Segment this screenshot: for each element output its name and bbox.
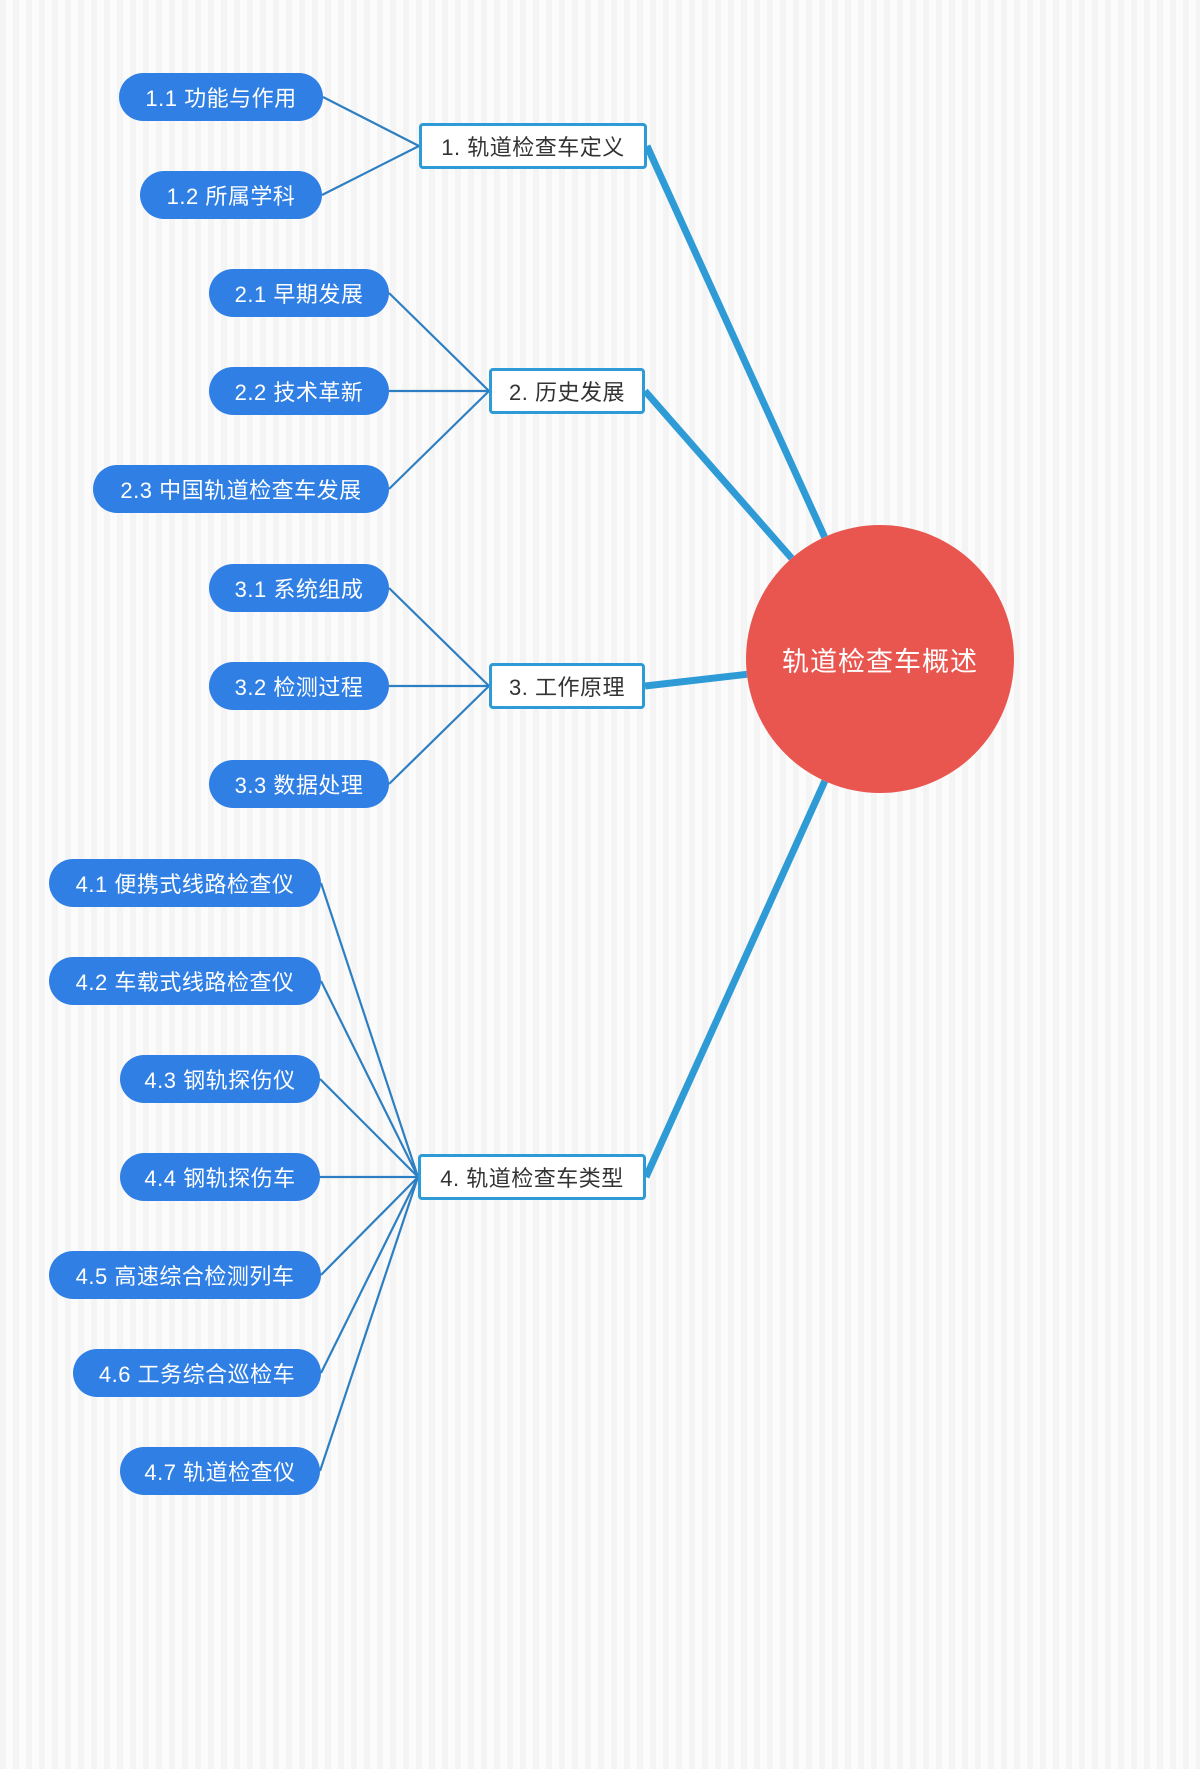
- branch-node-4[interactable]: 4. 轨道检查车类型: [418, 1154, 646, 1200]
- leaf-node-4-6[interactable]: 4.6 工务综合巡检车: [73, 1349, 321, 1397]
- leaf-node-1-2[interactable]: 1.2 所属学科: [140, 171, 322, 219]
- root-node[interactable]: 轨道检查车概述: [746, 525, 1014, 793]
- edge-branch-2-to-leaf-1: [388, 292, 490, 392]
- edge-branch-1-to-leaf-1: [322, 96, 420, 147]
- edge-branch-1-to-leaf-2: [321, 145, 420, 196]
- branch-node-3[interactable]: 3. 工作原理: [489, 663, 645, 709]
- branch-node-1[interactable]: 1. 轨道检查车定义: [419, 123, 647, 169]
- edge-root-to-branch-4: [642, 779, 829, 1179]
- edge-root-to-branch-3: [644, 670, 748, 690]
- leaf-node-4-3[interactable]: 4.3 钢轨探伤仪: [120, 1055, 320, 1103]
- edge-branch-3-to-leaf-3: [388, 685, 490, 785]
- edge-branch-4-to-leaf-3: [319, 1078, 419, 1178]
- leaf-node-1-1[interactable]: 1.1 功能与作用: [119, 73, 323, 121]
- edge-branch-4-to-leaf-7: [318, 1176, 420, 1472]
- edge-root-to-branch-2: [642, 388, 795, 561]
- edge-branch-4-to-leaf-2: [320, 980, 419, 1178]
- edge-root-to-branch-1: [643, 144, 828, 539]
- leaf-node-2-2[interactable]: 2.2 技术革新: [209, 367, 389, 415]
- edge-branch-4-to-leaf-6: [320, 1176, 419, 1374]
- edge-branch-4-to-leaf-1: [319, 882, 420, 1178]
- leaf-node-3-3[interactable]: 3.3 数据处理: [209, 760, 389, 808]
- leaf-node-4-1[interactable]: 4.1 便携式线路检查仪: [49, 859, 321, 907]
- leaf-node-4-2[interactable]: 4.2 车载式线路检查仪: [49, 957, 321, 1005]
- leaf-node-4-5[interactable]: 4.5 高速综合检测列车: [49, 1251, 321, 1299]
- leaf-node-2-1[interactable]: 2.1 早期发展: [209, 269, 389, 317]
- edge-branch-3-to-leaf-1: [388, 587, 490, 687]
- edge-branch-2-to-leaf-3: [388, 390, 490, 490]
- leaf-node-2-3[interactable]: 2.3 中国轨道检查车发展: [93, 465, 389, 513]
- leaf-node-3-1[interactable]: 3.1 系统组成: [209, 564, 389, 612]
- leaf-node-3-2[interactable]: 3.2 检测过程: [209, 662, 389, 710]
- leaf-node-4-4[interactable]: 4.4 钢轨探伤车: [120, 1153, 320, 1201]
- edge-branch-4-to-leaf-5: [320, 1176, 419, 1276]
- leaf-node-4-7[interactable]: 4.7 轨道检查仪: [120, 1447, 320, 1495]
- branch-node-2[interactable]: 2. 历史发展: [489, 368, 645, 414]
